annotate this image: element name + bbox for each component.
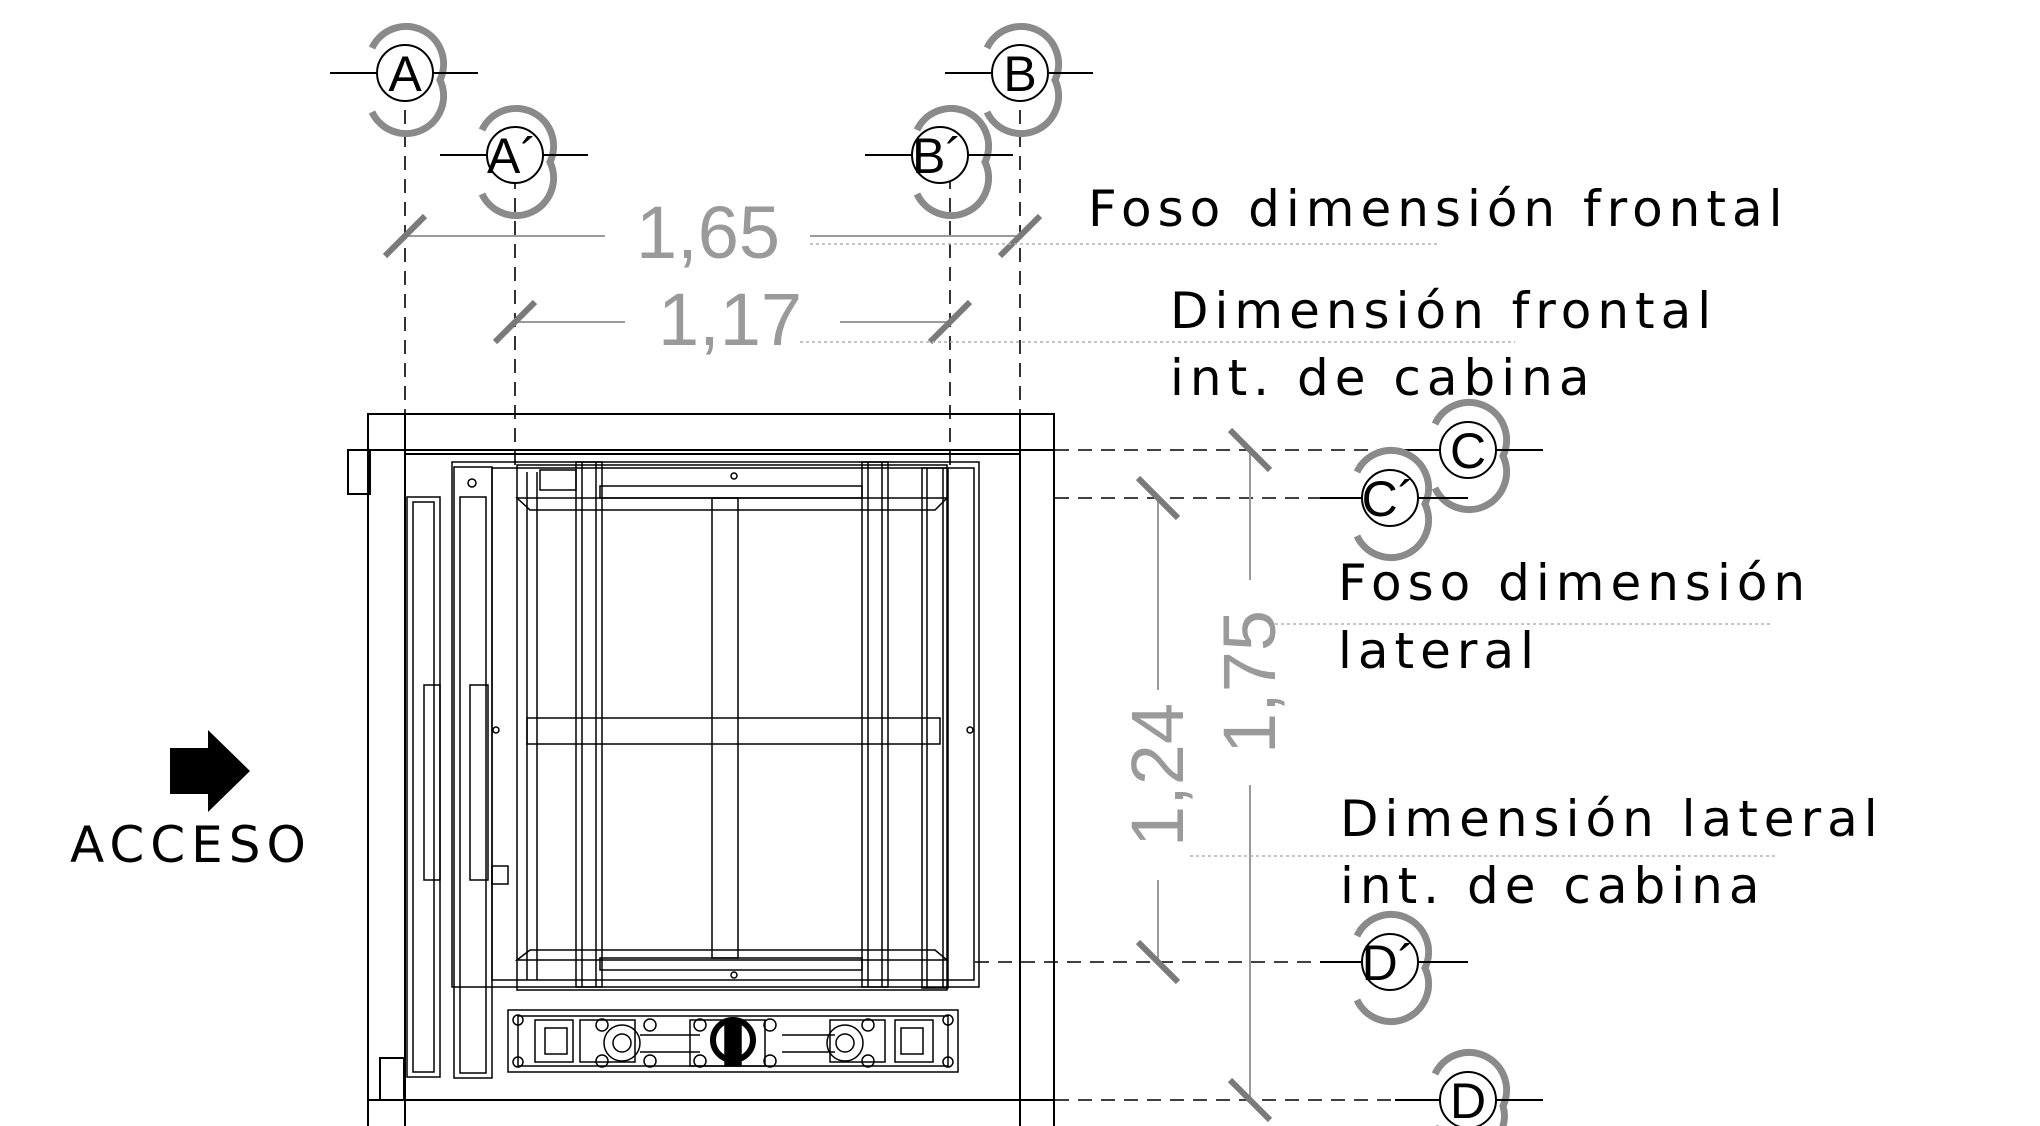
label-cabin-side-line2: int. de cabina [1340, 857, 1765, 915]
dimension-cabin-side: 1,24 [1116, 475, 1199, 985]
dimension-value-pit-front: 1,65 [636, 191, 780, 274]
axis-bubble-d: D [1395, 1048, 1543, 1126]
axis-bubble-d-prime: D´ [1320, 910, 1468, 1026]
axis-label-c: C [1450, 423, 1486, 479]
landing-doors [406, 466, 509, 1079]
dimension-value-pit-side: 1,75 [1208, 610, 1291, 754]
axis-label-b-prime: B´ [912, 128, 962, 184]
dimension-pit-side: 1,75 [1208, 427, 1291, 1123]
dimension-value-cabin-front: 1,17 [658, 278, 802, 361]
axis-bubble-c-prime: C´ [1320, 446, 1468, 562]
axis-bubble-b: B [945, 22, 1093, 138]
label-cabin-side-line1: Dimensión lateral [1340, 790, 1884, 848]
axis-label-a-prime: A´ [487, 128, 537, 184]
cabin-frame [451, 461, 980, 991]
machine-base [507, 1009, 959, 1073]
axis-label-d: D [1450, 1073, 1486, 1126]
axis-bubble-a: A [330, 22, 478, 138]
axis-label-c-prime: C´ [1362, 471, 1415, 527]
axis-label-d-prime: D´ [1362, 935, 1415, 991]
axis-bubble-b-prime: B´ [865, 104, 1013, 220]
label-pit-side-line1: Foso dimensión [1338, 554, 1811, 612]
label-cabin-front-line2: int. de cabina [1170, 349, 1595, 407]
dimension-value-cabin-side: 1,24 [1116, 703, 1199, 847]
pit-walls [347, 413, 1055, 1126]
axis-label-b: B [1003, 46, 1036, 102]
dimension-cabin-front: 1,17 [492, 278, 973, 361]
axis-bubble-c: C [1395, 398, 1543, 514]
label-cabin-front-line1: Dimensión frontal [1170, 282, 1717, 340]
arrow-right-icon [170, 730, 250, 812]
axis-label-a: A [388, 46, 422, 102]
label-pit-front: Foso dimensión frontal [1088, 180, 1788, 238]
axis-bubble-a-prime: A´ [440, 104, 588, 220]
leader-lines [800, 243, 1775, 857]
label-pit-side-line2: lateral [1338, 622, 1540, 680]
dimension-pit-front: 1,65 [382, 191, 1043, 274]
label-access: ACCESO [70, 816, 312, 874]
